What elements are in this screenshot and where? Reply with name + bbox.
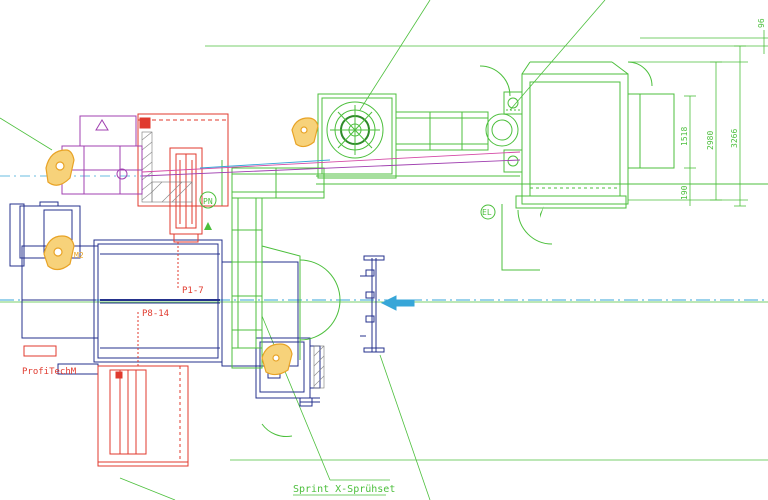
label-el: EL	[482, 208, 492, 217]
equipment-red	[23, 113, 229, 467]
target-fixture	[360, 255, 415, 353]
dim-190: 190	[680, 185, 689, 200]
hatched-wall	[141, 131, 325, 389]
robot-icon-mid	[43, 235, 75, 271]
robot-icons	[43, 117, 319, 376]
dim-1518: 1518	[680, 127, 689, 146]
dim-96: 96	[757, 18, 766, 28]
markers	[199, 191, 544, 230]
dimension-lines	[628, 30, 765, 207]
label-profitechm: ProfiTechM	[22, 367, 77, 377]
duct-system-green	[221, 61, 768, 437]
unit-purple	[61, 115, 143, 195]
label-sprint: Sprint X-Sprühset	[293, 484, 395, 495]
tool-path-lines	[141, 151, 521, 177]
label-p8-14: P8-14	[142, 309, 169, 319]
robot-icon-right	[261, 343, 293, 376]
label-pn: PN	[203, 197, 213, 206]
label-p1-7: P1-7	[182, 286, 204, 296]
robot-icon-left	[45, 149, 75, 186]
dim-2980: 2980	[706, 131, 715, 150]
dim-3266: 3266	[730, 129, 739, 148]
robot-icon-top	[291, 117, 319, 148]
label-m2: M2	[74, 251, 84, 260]
